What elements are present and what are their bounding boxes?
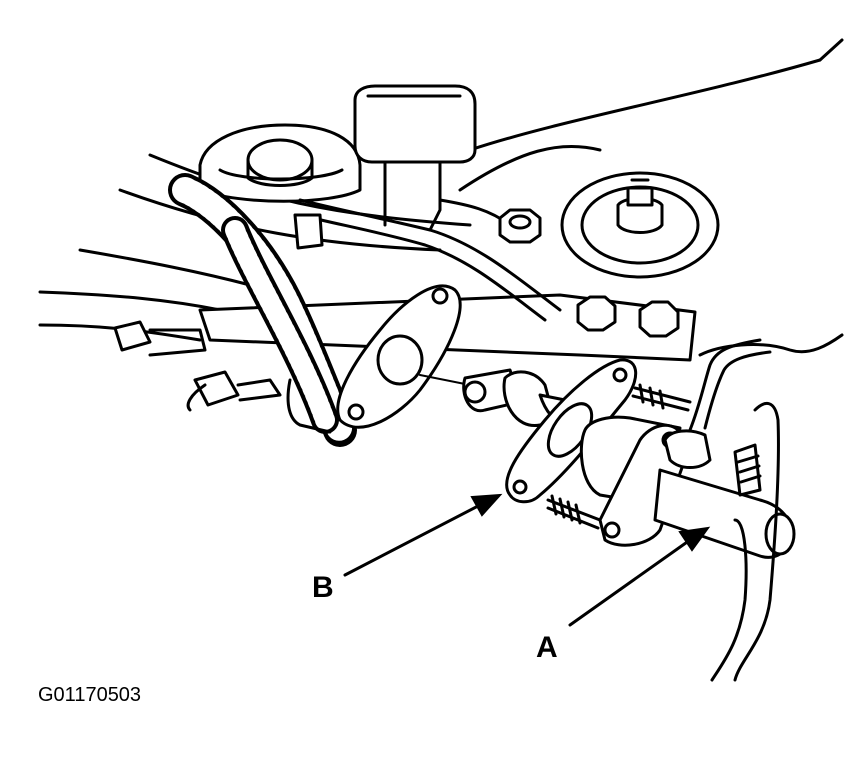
callout-arrow-a [568,526,711,627]
strut-tower [560,171,720,279]
master-cylinder [419,368,577,427]
callout-label-b: B [312,571,334,604]
engine-side-left [113,320,332,434]
callout-arrow-b [343,493,503,577]
wire-loom [168,173,562,447]
stud-bolts [546,383,692,530]
relay-box [353,84,512,232]
rear-flange [336,284,462,429]
small-nut [498,208,542,244]
callout-label-a: A [536,631,558,664]
fluid-line [688,338,780,682]
figure-id: G01170503 [38,684,142,706]
reservoir-cap [198,123,362,203]
gasket [505,358,638,504]
